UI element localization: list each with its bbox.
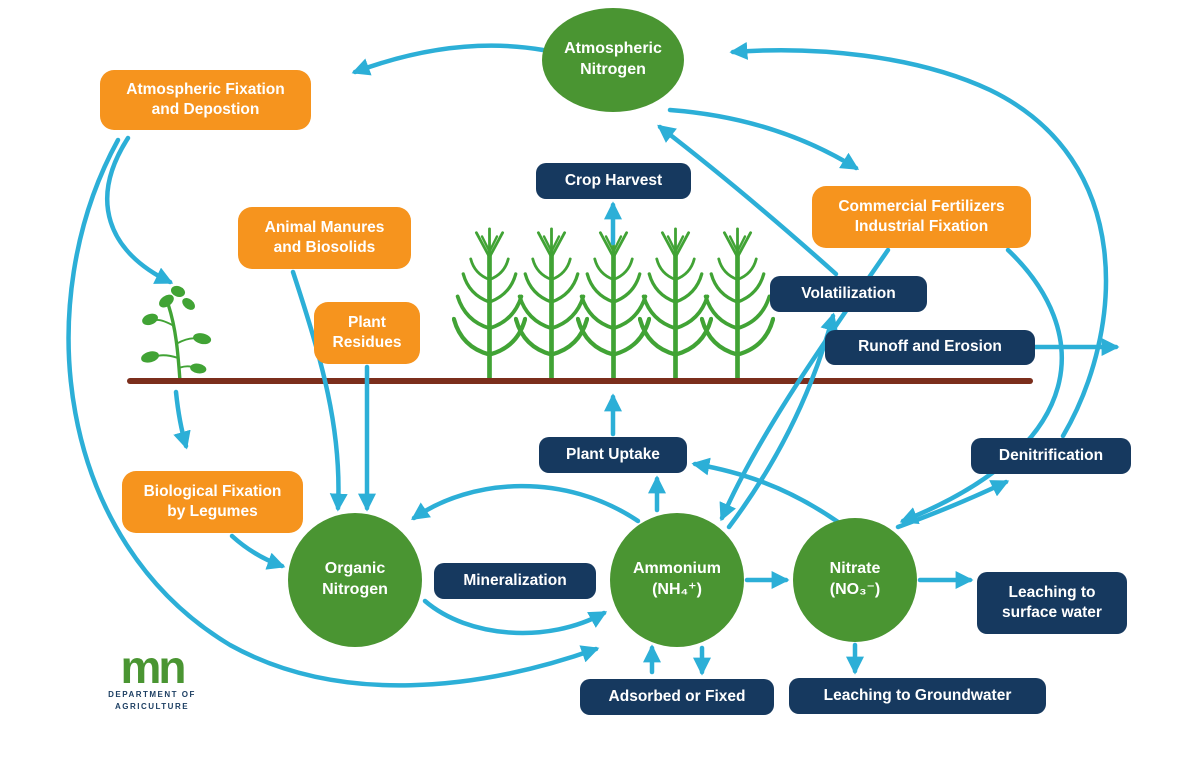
arrow-atmospheric-fixation-to-ammonium — [66, 137, 600, 688]
node-plant-residues: Plant Residues — [314, 302, 420, 364]
arrow-denitrification-to-atmospheric-nitrogen — [729, 41, 1109, 439]
arrow-commercial-fertilizers-to-nitrate — [899, 247, 1064, 524]
node-crop-harvest: Crop Harvest — [536, 163, 691, 199]
arrow-legume-to-biological-fixation — [173, 389, 191, 450]
arrow-ammonium-to-organic-nitrogen — [411, 483, 641, 524]
corn-plant-illustration — [516, 229, 587, 381]
node-atmospheric-fixation-and-deposition: Atmospheric Fixation and Depostion — [100, 70, 311, 130]
node-volatilization: Volatilization — [770, 276, 927, 312]
node-plant-uptake: Plant Uptake — [539, 437, 687, 473]
node-denitrification: Denitrification — [971, 438, 1131, 474]
node-leaching-to-surface-water: Leaching to surface water — [977, 572, 1127, 634]
corn-plant-illustration — [640, 229, 711, 381]
node-commercial-fertilizers-industrial-fixation: Commercial Fertilizers Industrial Fixati… — [812, 186, 1031, 248]
corn-plant-illustration — [454, 229, 525, 381]
node-biological-fixation-by-legumes: Biological Fixation by Legumes — [122, 471, 303, 533]
node-ammonium: Ammonium (NH₄⁺) — [610, 513, 744, 647]
mn-department-of-agriculture-logo: mn DEPARTMENT OF AGRICULTURE — [84, 641, 220, 713]
arrow-atmospheric-nitrogen-to-atmospheric-fixation — [351, 43, 546, 76]
arrow-nitrate-to-plant-uptake — [691, 457, 841, 525]
arrow-nitrate-to-denitrification — [895, 479, 1010, 530]
legume-plant-illustration — [138, 282, 214, 382]
node-leaching-to-groundwater: Leaching to Groundwater — [789, 678, 1046, 714]
node-atmospheric-nitrogen: Atmospheric Nitrogen — [542, 8, 684, 112]
arrow-volatilization-to-atmospheric-nitrogen — [657, 124, 839, 277]
arrow-organic-nitrogen-to-ammonium-mineralization — [422, 598, 608, 636]
arrow-biological-fixation-to-organic-nitrogen — [229, 533, 286, 570]
arrow-atmospheric-nitrogen-to-commercial-fertilizers — [667, 107, 860, 171]
node-mineralization: Mineralization — [434, 563, 596, 599]
mn-logo-mark: mn — [120, 641, 187, 693]
node-organic-nitrogen: Organic Nitrogen — [288, 513, 422, 647]
corn-plant-illustration — [578, 229, 649, 381]
node-runoff-and-erosion: Runoff and Erosion — [825, 330, 1035, 365]
mn-logo-text: DEPARTMENT OF AGRICULTURE — [108, 690, 196, 712]
arrow-ammonium-to-volatilization — [726, 312, 838, 530]
node-nitrate: Nitrate (NO₃⁻) — [793, 518, 917, 642]
node-adsorbed-or-fixed: Adsorbed or Fixed — [580, 679, 774, 715]
arrow-atmospheric-fixation-to-legume — [105, 135, 174, 285]
node-animal-manures-and-biosolids: Animal Manures and Biosolids — [238, 207, 411, 269]
arrow-animal-manures-to-organic-nitrogen — [290, 269, 348, 512]
corn-plant-illustration — [702, 229, 773, 381]
